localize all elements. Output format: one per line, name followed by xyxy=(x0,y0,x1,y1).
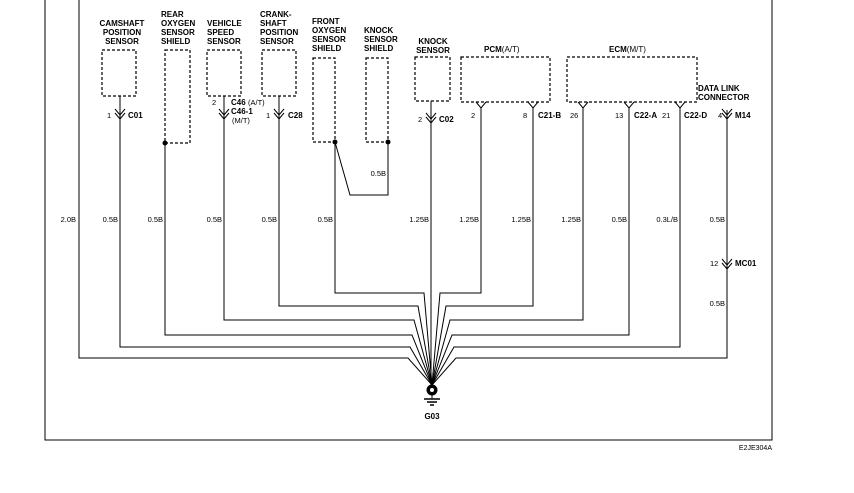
svg-text:C22-A: C22-A xyxy=(634,111,657,120)
svg-text:0.5B: 0.5B xyxy=(710,299,725,308)
svg-text:SENSOR: SENSOR xyxy=(416,46,450,55)
svg-text:C21-B: C21-B xyxy=(538,111,561,120)
figure-id: E2JE304A xyxy=(739,445,772,452)
svg-text:0.5B: 0.5B xyxy=(371,169,386,178)
connector-labels: 1 C01 2 C46 (A/T) C46-1 (M/T) 1 C28 2 C0… xyxy=(107,98,757,268)
data-link-connector-label: DATA LINK CONNECTOR xyxy=(698,84,750,102)
svg-text:SENSOR: SENSOR xyxy=(260,37,294,46)
svg-text:C22-D: C22-D xyxy=(684,111,707,120)
svg-text:SHIELD: SHIELD xyxy=(364,44,394,53)
svg-text:1.25B: 1.25B xyxy=(511,215,531,224)
svg-text:SHIELD: SHIELD xyxy=(312,44,342,53)
svg-text:C46: C46 xyxy=(231,98,246,107)
ground-label: G03 xyxy=(424,412,440,421)
connector-symbols xyxy=(114,101,733,270)
svg-text:1.25B: 1.25B xyxy=(409,215,429,224)
svg-text:2.0B: 2.0B xyxy=(61,215,76,224)
knock-sensor-shield-label: KNOCK SENSOR SHIELD xyxy=(364,26,398,53)
svg-text:SHAFT: SHAFT xyxy=(260,19,287,28)
svg-text:POSITION: POSITION xyxy=(260,28,298,37)
svg-text:(A/T): (A/T) xyxy=(248,98,265,107)
svg-text:KNOCK: KNOCK xyxy=(418,37,448,46)
knock-sensor-box xyxy=(414,56,451,102)
svg-text:0.5B: 0.5B xyxy=(148,215,163,224)
svg-text:4: 4 xyxy=(718,111,722,120)
svg-text:POSITION: POSITION xyxy=(103,28,141,37)
vehicle-speed-sensor-label: VEHICLE SPEED SENSOR xyxy=(207,19,242,46)
knock-sensor-label: KNOCK SENSOR xyxy=(416,37,450,55)
svg-text:0.5B: 0.5B xyxy=(318,215,333,224)
svg-text:1: 1 xyxy=(107,111,111,120)
svg-text:8: 8 xyxy=(523,111,527,120)
svg-text:CRANK-: CRANK- xyxy=(260,10,292,19)
pcm-box xyxy=(460,56,551,103)
svg-text:1.25B: 1.25B xyxy=(561,215,581,224)
svg-text:21: 21 xyxy=(662,111,670,120)
svg-text:KNOCK: KNOCK xyxy=(364,26,394,35)
svg-text:SENSOR: SENSOR xyxy=(207,37,241,46)
knock-shield-box xyxy=(365,57,389,143)
svg-text:1: 1 xyxy=(266,111,270,120)
svg-text:(M/T): (M/T) xyxy=(232,116,250,125)
svg-text:SENSOR: SENSOR xyxy=(364,35,398,44)
camshaft-sensor-box xyxy=(101,49,137,97)
svg-text:SENSOR: SENSOR xyxy=(312,35,346,44)
wires xyxy=(78,0,728,386)
ecm-box xyxy=(566,56,698,103)
svg-text:OXYGEN: OXYGEN xyxy=(312,26,346,35)
svg-text:OXYGEN: OXYGEN xyxy=(161,19,195,28)
rear-oxygen-sensor-shield-label: REAR OXYGEN SENSOR SHIELD xyxy=(161,10,195,46)
svg-text:26: 26 xyxy=(570,111,578,120)
svg-text:SHIELD: SHIELD xyxy=(161,37,191,46)
front-oxygen-sensor-shield-label: FRONT OXYGEN SENSOR SHIELD xyxy=(312,17,346,53)
vss-box xyxy=(206,49,242,97)
rear-oxygen-shield-box xyxy=(164,49,191,144)
wire-size-labels: 2.0B 0.5B 0.5B 0.5B 0.5B 0.5B 0.5B 1.25B… xyxy=(61,169,725,308)
crankshaft-sensor-box xyxy=(261,49,297,97)
front-oxygen-shield-box xyxy=(312,57,336,143)
svg-text:0.3L/B: 0.3L/B xyxy=(656,215,678,224)
svg-text:SENSOR: SENSOR xyxy=(161,28,195,37)
pcm-label: PCM(A/T) xyxy=(484,45,520,54)
svg-text:2: 2 xyxy=(418,115,422,124)
svg-text:CONNECTOR: CONNECTOR xyxy=(698,93,750,102)
camshaft-position-sensor-label: CAMSHAFT POSITION SENSOR xyxy=(100,19,145,46)
svg-text:CAMSHAFT: CAMSHAFT xyxy=(100,19,145,28)
svg-text:12: 12 xyxy=(710,259,718,268)
svg-text:C02: C02 xyxy=(439,115,454,124)
svg-text:0.5B: 0.5B xyxy=(262,215,277,224)
svg-text:C46-1: C46-1 xyxy=(231,107,253,116)
svg-text:VEHICLE: VEHICLE xyxy=(207,19,242,28)
svg-text:13: 13 xyxy=(615,111,623,120)
svg-text:0.5B: 0.5B xyxy=(103,215,118,224)
svg-text:SPEED: SPEED xyxy=(207,28,234,37)
svg-text:MC01: MC01 xyxy=(735,259,757,268)
svg-text:2: 2 xyxy=(471,111,475,120)
svg-text:0.5B: 0.5B xyxy=(207,215,222,224)
crankshaft-position-sensor-label: CRANK- SHAFT POSITION SENSOR xyxy=(260,10,298,46)
svg-text:SENSOR: SENSOR xyxy=(105,37,139,46)
ground-symbol-icon xyxy=(424,384,440,406)
svg-text:C28: C28 xyxy=(288,111,303,120)
svg-text:0.5B: 0.5B xyxy=(710,215,725,224)
svg-text:M14: M14 xyxy=(735,111,751,120)
svg-text:REAR: REAR xyxy=(161,10,184,19)
ecm-label: ECM(M/T) xyxy=(609,45,646,54)
svg-text:DATA LINK: DATA LINK xyxy=(698,84,740,93)
svg-text:2: 2 xyxy=(212,98,216,107)
diagram-frame xyxy=(44,0,773,441)
svg-text:0.5B: 0.5B xyxy=(612,215,627,224)
svg-text:FRONT: FRONT xyxy=(312,17,340,26)
svg-text:1.25B: 1.25B xyxy=(459,215,479,224)
svg-text:C01: C01 xyxy=(128,111,143,120)
